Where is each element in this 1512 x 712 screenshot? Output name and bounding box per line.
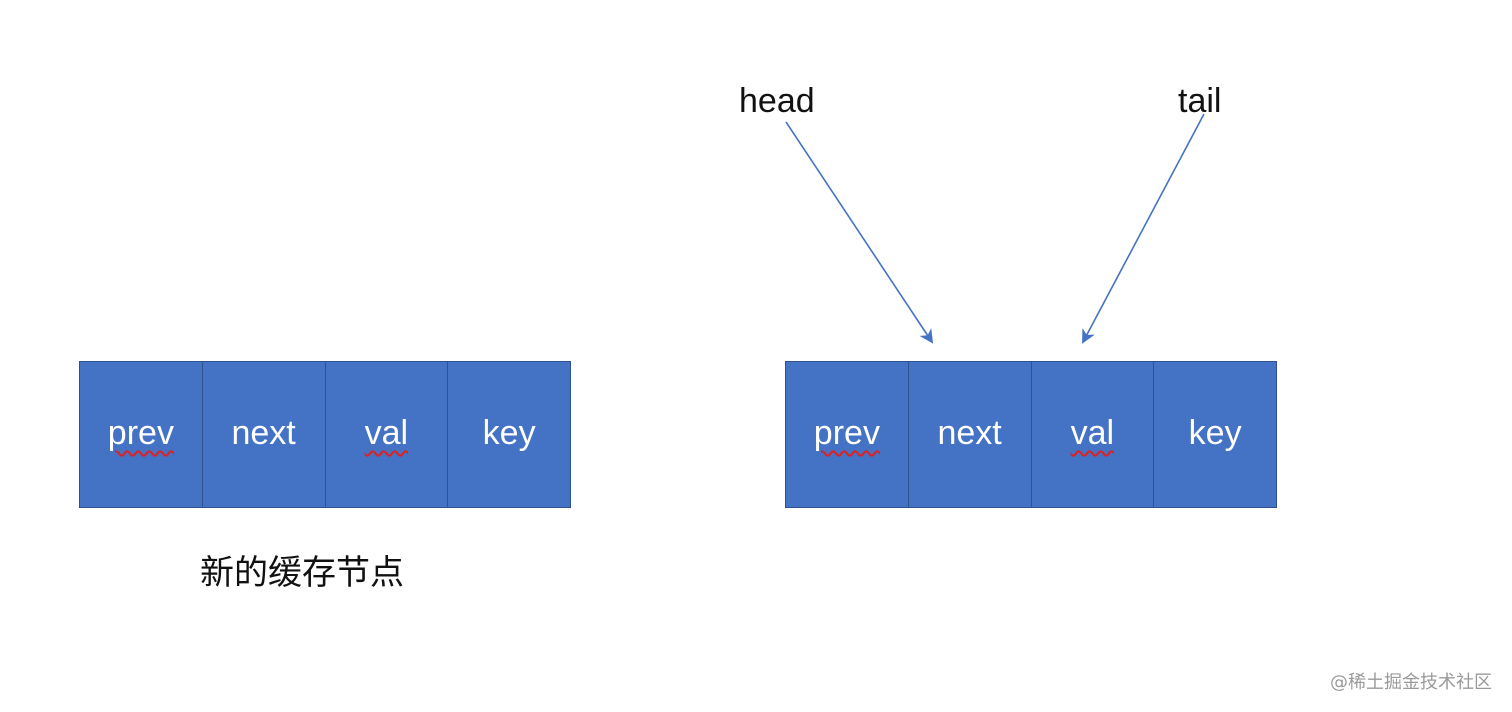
new-node-key-field: key	[482, 414, 536, 452]
new-node-caption: 新的缓存节点	[200, 553, 404, 593]
list-node-prev-field: prev	[786, 362, 909, 507]
watermark: @稀土掘金技术社区	[1330, 672, 1492, 693]
head-pointer-arrow	[785, 121, 934, 344]
new-node-prev-field: prev	[80, 362, 203, 507]
tail-pointer-arrow	[1082, 113, 1205, 344]
list-node: prev next val key	[785, 361, 1277, 508]
new-node-next-field: next	[203, 362, 326, 507]
list-node-next-field: next	[909, 362, 1032, 507]
list-node-val-field: val	[1032, 362, 1155, 507]
new-cache-node: prev next val key	[79, 361, 571, 508]
new-node-val-field: val	[326, 362, 449, 507]
head-label: head	[739, 82, 815, 120]
tail-label: tail	[1178, 82, 1222, 120]
list-node-key-field: key	[1188, 414, 1242, 452]
